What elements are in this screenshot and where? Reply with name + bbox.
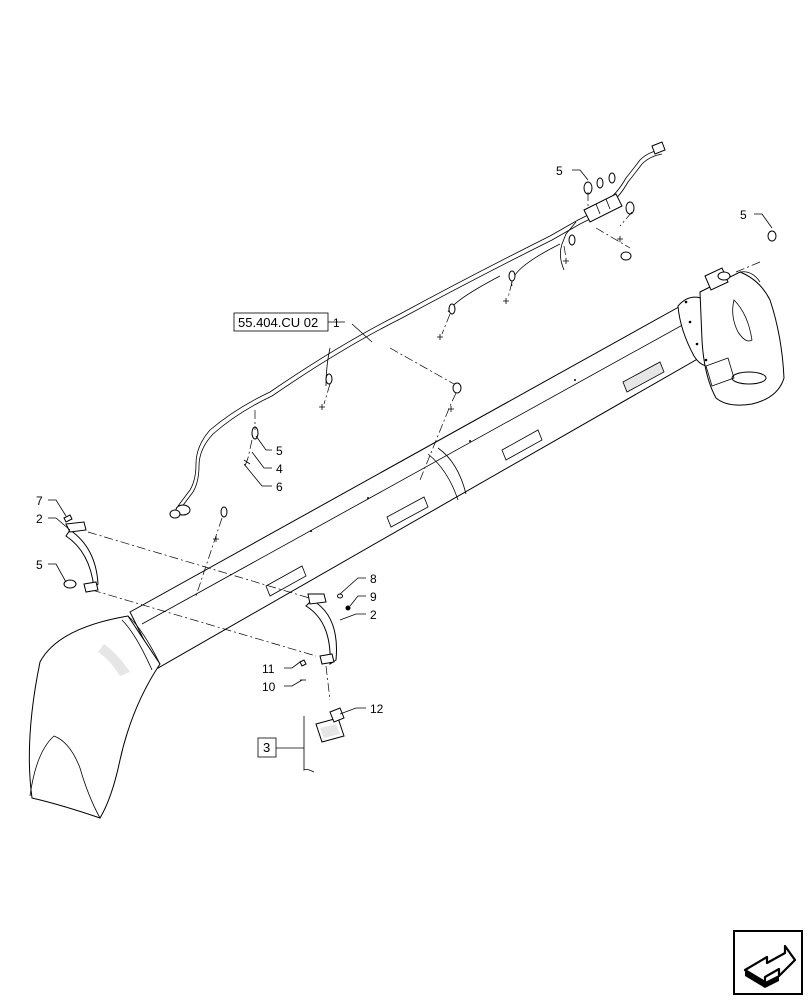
callout-12: 12 [370,702,384,716]
callout-5-left: 5 [36,558,43,572]
callout-labels: 5 5 55.404.CU 02 1 5 4 6 7 2 5 8 9 2 11 … [36,164,747,758]
next-page-arrow-icon [733,930,803,995]
auger-tube [129,297,723,669]
callout-3: 3 [263,740,270,755]
discharge-spout [28,615,161,819]
fasteners [63,514,351,681]
callout-2-left: 2 [36,512,43,526]
callout-5-mid: 5 [276,444,283,458]
band-clamps [65,521,337,665]
work-light [315,707,345,743]
kit-box-frame [257,737,277,758]
next-page-button[interactable] [733,930,803,995]
callout-9: 9 [370,590,377,604]
callout-8: 8 [370,572,377,586]
callout-1: 1 [333,316,340,330]
harness-clips [213,172,777,542]
assembly-center-lines [87,192,761,701]
callout-6: 6 [276,480,283,494]
reference-box-frame [233,312,329,332]
callout-5-top: 5 [556,164,563,178]
callout-10: 10 [262,680,276,694]
callout-7: 7 [36,494,43,508]
auger-pivot-end [677,267,785,406]
leader-lines [48,169,773,773]
callout-2-right: 2 [370,608,377,622]
callout-4: 4 [276,462,283,476]
reference-box-label: 55.404.CU 02 [238,315,318,330]
callout-11: 11 [262,662,275,676]
callout-5-right: 5 [740,208,747,222]
